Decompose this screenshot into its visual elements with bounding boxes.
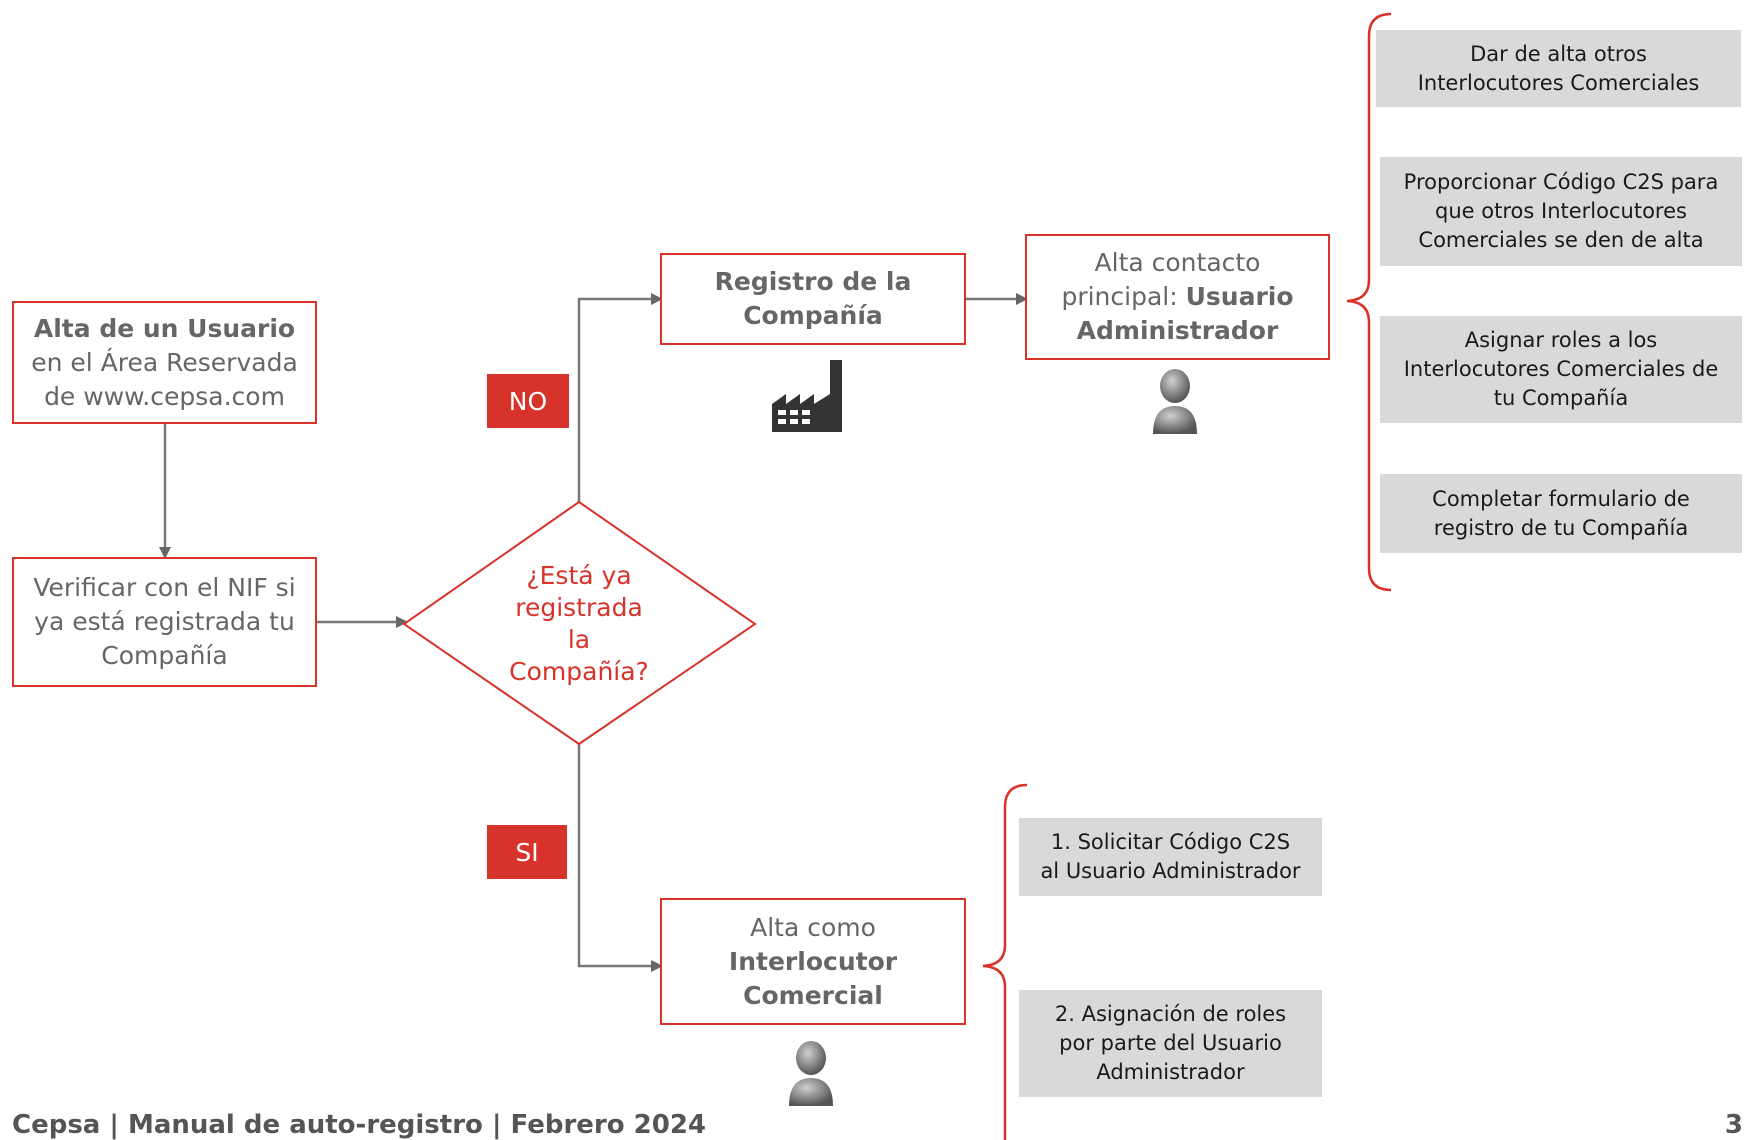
verificar-line2: ya está registrada tu [34,607,295,636]
alta-contacto-line2: principal: Usuario [1061,280,1293,314]
alta-contacto-line3: Administrador [1076,316,1279,345]
decision-line2: registrada [515,593,643,622]
registro-line1: Registro de la [714,267,912,296]
alta-contacto-line2-bold: Usuario [1185,282,1294,311]
alta-contacto-line1: Alta contacto [1094,248,1261,277]
interlocutor-task-2-line2: por parte del Usuario [1059,1031,1282,1055]
decision-diamond [402,500,757,746]
decision-line1: ¿Está ya [526,561,632,590]
admin-task-2-line2: que otros Interlocutores [1435,199,1687,223]
user-icon [789,1041,833,1106]
admin-task-2-line1: Proporcionar Código C2S para [1403,170,1719,194]
page-number: 3 [1724,1110,1743,1140]
footer-text: Cepsa | Manual de auto-registro | Febrer… [12,1110,707,1140]
alta-usuario-line3: de www.cepsa.com [44,381,285,411]
connector-decision-to-interlocutor [577,744,663,972]
connector-decision-to-registro [577,293,663,502]
admin-task-1-line1: Dar de alta otros [1470,41,1647,66]
node-alta-interlocutor: Alta como Interlocutor Comercial [660,898,966,1025]
alta-usuario-title: Alta de un Usuario [33,313,296,343]
tag-no: NO [487,374,569,428]
interlocutor-task-1-line1: 1. Solicitar Código C2S [1050,830,1291,854]
interlocutor-task-1-line2: al Usuario Administrador [1040,859,1301,883]
admin-task-4-line2: registro de tu Compañía [1433,515,1689,540]
admin-task-3-line3: tu Compañía [1493,386,1629,410]
admin-task-2-line3: Comerciales se den de alta [1418,228,1704,252]
node-registro-compania: Registro de la Compañía [660,253,966,345]
registro-line2: Compañía [743,301,883,330]
verificar-line1: Verificar con el NIF si [33,573,296,602]
admin-task-3: Asignar roles a los Interlocutores Comer… [1380,316,1742,423]
admin-task-3-line1: Asignar roles a los [1464,328,1658,352]
decision-label: ¿Está ya registrada la Compañía? [480,560,678,688]
decision-line4: Compañía? [509,657,649,686]
admin-task-4: Completar formulario de registro de tu C… [1380,474,1742,553]
node-alta-contacto: Alta contacto principal: Usuario Adminis… [1025,234,1330,360]
interlocutor-task-2-line3: Administrador [1096,1060,1245,1084]
node-verificar: Verificar con el NIF si ya está registra… [12,557,317,687]
user-icon [1153,369,1197,434]
verificar-line3: Compañía [101,641,228,670]
admin-task-2: Proporcionar Código C2S para que otros I… [1380,157,1742,266]
admin-tasks-brace [1346,12,1392,592]
interlocutor-task-2-line1: 2. Asignación de roles [1054,1002,1287,1026]
interlocutor-task-1: 1. Solicitar Código C2S al Usuario Admin… [1019,818,1322,896]
alta-interlocutor-line3: Comercial [743,980,883,1010]
alta-interlocutor-line1: Alta como [750,912,876,942]
factory-icon [772,360,842,432]
decision-line3: la [567,625,591,654]
interlocutor-task-2: 2. Asignación de roles por parte del Usu… [1019,990,1322,1097]
admin-task-1: Dar de alta otros Interlocutores Comerci… [1376,30,1741,107]
admin-task-3-line2: Interlocutores Comerciales de [1403,357,1719,381]
admin-task-1-line2: Interlocutores Comerciales [1417,70,1700,95]
interlocutor-tasks-brace [982,783,1028,1140]
alta-contacto-line2-plain: principal: [1061,282,1186,311]
admin-task-4-line1: Completar formulario de [1432,486,1690,511]
node-alta-usuario: Alta de un Usuario en el Área Reservada … [12,301,317,424]
alta-usuario-line2: en el Área Reservada [31,347,298,377]
tag-si: SI [487,825,567,879]
alta-interlocutor-line2: Interlocutor [728,946,898,976]
